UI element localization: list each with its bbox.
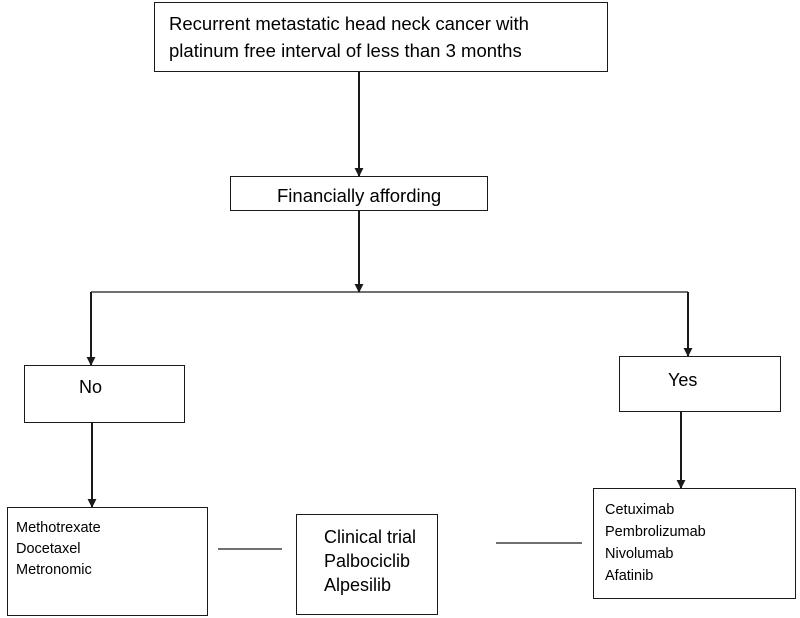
branch-yes-box: Yes [619,356,781,412]
yes-option-item: Pembrolizumab [605,524,706,540]
no-option-item: Metronomic [16,562,92,578]
no-option-item: Methotrexate [16,520,101,536]
yes-option-item: Nivolumab [605,546,674,562]
no-option-item: Docetaxel [16,541,81,557]
shared-option-item: Clinical trial [324,527,417,547]
yes-option-item: Cetuximab [605,502,675,518]
decision-box: Financially affording [230,176,488,211]
root-condition-box: Recurrent metastatic head neck cancer wi… [154,2,608,72]
branch-no-box: No [24,365,185,423]
shared-option-item: Alpesilib [324,575,392,595]
shared-option-item: Palbociclib [324,551,411,571]
yes-option-item: Afatinib [605,568,654,584]
branch-no-label: No [79,377,103,397]
root-condition-line-1: Recurrent metastatic head neck cancer wi… [169,13,529,34]
root-condition-line-2: platinum free interval of less than 3 mo… [169,40,522,61]
decision-label: Financially affording [277,185,442,206]
no-options-box: Methotrexate Docetaxel Metronomic [7,507,208,616]
yes-options-box: Cetuximab Pembrolizumab Nivolumab Afatin… [593,488,796,599]
branch-yes-label: Yes [668,370,698,390]
shared-options-box: Clinical trial Palbociclib Alpesilib [296,514,438,615]
